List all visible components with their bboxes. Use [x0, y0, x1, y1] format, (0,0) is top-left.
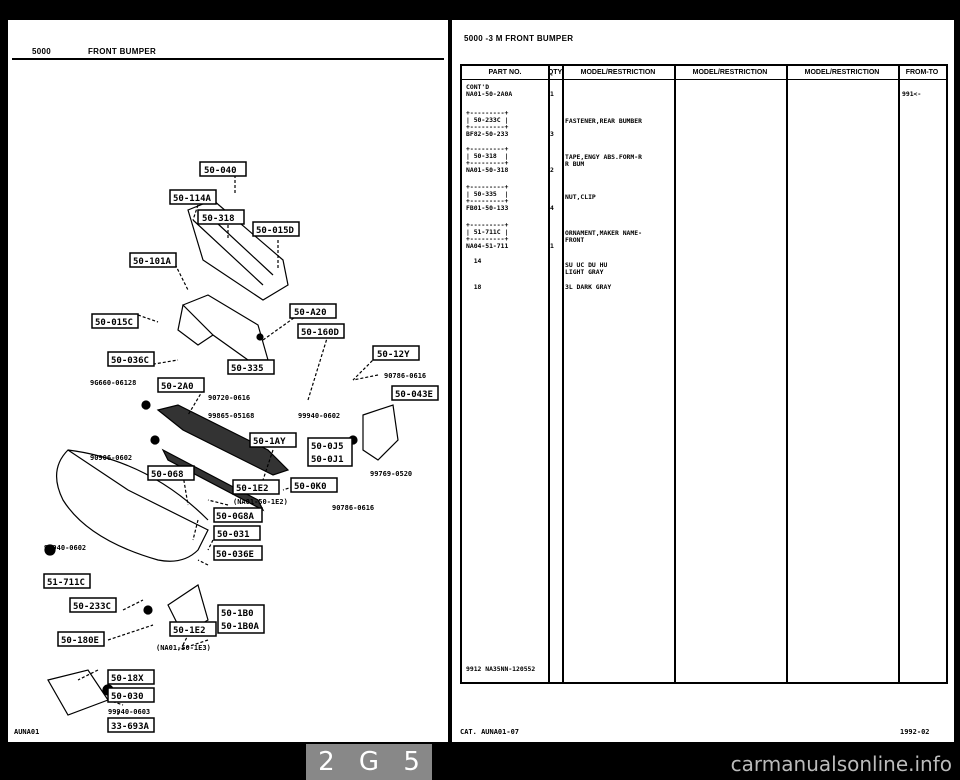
callout-label-5: 50-101A: [133, 257, 172, 267]
partno-2: 9G660-06128: [90, 379, 136, 387]
page-number-badge: 2 G 5: [306, 744, 432, 780]
row-4-desc: NUT,CLIP: [565, 193, 596, 201]
callout-label-7: 50-015C: [95, 318, 133, 328]
bumper-cover: [56, 449, 209, 562]
exploded-diagram: 50-040 50-114A 50-318 50-015D 50-101A 50…: [43, 161, 439, 733]
col-header-model-3: MODEL/RESTRICTION: [786, 66, 898, 80]
callout-label-16: 50-0J1: [311, 455, 344, 465]
row-4-part: +---------+ | 50-335 | +---------+ FB01-…: [466, 183, 509, 212]
callout-label-12: 50-2A0: [161, 382, 194, 392]
row-7-desc: 3L DARK GRAY: [565, 283, 612, 291]
callout-label-31: 33-693A: [111, 722, 150, 732]
callout-label-18: 50-1E2: [236, 484, 269, 494]
callout-label-8: 50-160D: [301, 328, 340, 338]
header-rule: [12, 58, 444, 60]
lower-grille: [156, 404, 290, 476]
row-2-qty: 3: [550, 130, 554, 138]
callout-label-23: 51-711C: [47, 578, 85, 588]
callout-label-1: 50-040: [204, 166, 237, 176]
catalog-code-right: CAT. AUNA01-07: [460, 728, 520, 736]
callout-label-13: 50-043E: [395, 390, 433, 400]
partno-4: 99865-05168: [208, 412, 254, 420]
partno-5: 99940-0602: [298, 412, 340, 420]
callout-label-14: 50-1AY: [253, 437, 286, 447]
callout-label-4: 50-015D: [256, 226, 295, 236]
callout-label-17: 50-068: [151, 470, 184, 480]
col-header-qty: QTY: [548, 66, 562, 80]
callout-label-20: 50-0G8A: [216, 512, 255, 522]
partno-10: 99940-0602: [44, 544, 86, 552]
parts-table: PART NO. QTY MODEL/RESTRICTION MODEL/RES…: [460, 64, 948, 684]
row-5-desc: ORNAMENT,MAKER NAME- FRONT: [565, 229, 642, 244]
col-header-model-2: MODEL/RESTRICTION: [674, 66, 786, 80]
row-1-from-to: 991<-: [902, 90, 922, 98]
partno-6: 90906-0602: [90, 454, 132, 462]
tow-hook-bracket: [47, 669, 109, 716]
callout-label-21: 50-031: [217, 530, 250, 540]
callout-label-11: 50-335: [231, 364, 264, 374]
callout-label-22: 50-036E: [216, 550, 254, 560]
section-code: 5000: [32, 47, 51, 56]
page-badge-char-3: 5: [403, 747, 420, 777]
parts-list-sheet: 5000 -3 M FRONT BUMPER PART NO. QTY MODE…: [452, 20, 954, 742]
row-3-qty: 2: [550, 166, 554, 174]
callout-label-28: 50-180E: [61, 636, 99, 646]
row-7-part: 18: [466, 283, 482, 291]
diagram-sheet: 5000 FRONT BUMPER: [8, 20, 448, 742]
partno-11: (NA01-50-1E3): [156, 644, 211, 652]
callout-label-6: 50-A20: [294, 308, 327, 318]
row-5-part: +---------+ | 51-711C | +---------+ NA04…: [466, 221, 509, 250]
partno-12: 99940-0603: [108, 708, 150, 716]
catalog-date: 1992-02: [900, 728, 930, 736]
row-1-part: CONT'D NA01-50-2A0A: [466, 83, 513, 98]
partno-3: 90720-0616: [208, 394, 250, 402]
col-header-model-1: MODEL/RESTRICTION: [562, 66, 674, 80]
bumper-reinforcement: [181, 294, 269, 361]
callout-label-27: 50-1E2: [173, 626, 206, 636]
row-3-part: +---------+ | 50-318 | +---------+ NA01-…: [466, 145, 509, 174]
list-header-title: 5000 -3 M FRONT BUMPER: [464, 34, 574, 43]
callout-label-26: 50-1B0A: [221, 622, 260, 632]
row-3-desc: TAPE,ENGY ABS.FORM-R R BUM: [565, 153, 642, 168]
row-4-qty: 4: [550, 204, 554, 212]
table-footer-ref: 9912 NA35NN-120552: [466, 665, 536, 673]
callout-box-1: 50-040: [199, 161, 247, 177]
page-badge-char-2: G: [358, 747, 380, 777]
lower-strip: [161, 448, 265, 512]
row-1-qty: 1: [550, 90, 554, 98]
partno-7: 99769-0520: [370, 470, 412, 478]
partno-8: (NA01-50-1E2): [233, 498, 288, 506]
section-title: FRONT BUMPER: [88, 47, 157, 56]
callout-label-3: 50-318: [202, 214, 235, 224]
callout-label-24: 50-233C: [73, 602, 111, 612]
row-2-part: +---------+ | 50-233C | +---------+ BF82…: [466, 109, 509, 138]
page-badge-char-1: 2: [318, 747, 335, 777]
row-6-desc: SU UC DU HU LIGHT GRAY: [565, 261, 608, 276]
callout-label-29: 50-18X: [111, 674, 144, 684]
callout-label-25: 50-1B0: [221, 609, 254, 619]
partno-1: 90786-0616: [384, 372, 426, 380]
row-2-desc: FASTENER,REAR BUMBER: [565, 117, 642, 125]
watermark: carmanualsonline.info: [730, 752, 952, 776]
catalog-code-left: AUNA01: [14, 728, 40, 736]
col-header-part-no: PART NO.: [462, 66, 548, 80]
side-bracket: [362, 404, 399, 461]
callout-label-2: 50-114A: [173, 194, 212, 204]
callout-label-15: 50-0J5: [311, 442, 344, 452]
col-header-from-to: FROM-TO: [898, 66, 946, 80]
partno-9: 90786-0616: [332, 504, 374, 512]
row-5-qty: 1: [550, 242, 554, 250]
row-6-part: 14: [466, 257, 482, 265]
callout-label-30: 50-030: [111, 692, 144, 702]
callout-label-10: 50-12Y: [377, 350, 410, 360]
callout-label-9: 50-036C: [111, 356, 149, 366]
callout-label-19: 50-0K0: [294, 482, 327, 492]
